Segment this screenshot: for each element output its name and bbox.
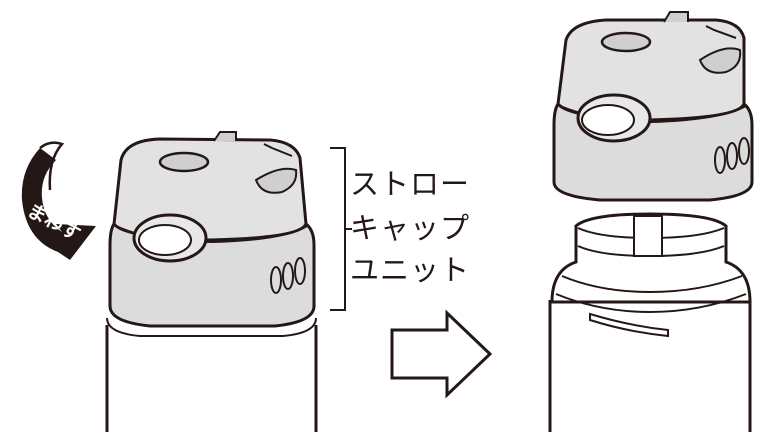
- right-bottle-neck: [550, 212, 752, 304]
- part-name-line-1: ストロー: [350, 167, 471, 201]
- part-name-line-2: キャップ: [350, 211, 471, 245]
- part-name-line-3: ユニット: [350, 253, 471, 287]
- right-bottle: [548, 11, 754, 432]
- part-bracket: [330, 147, 352, 311]
- left-bottle-body: [105, 325, 318, 432]
- left-bottle: [105, 131, 318, 432]
- right-arrow-icon: [390, 309, 493, 399]
- rotate-arrow-icon: まわす: [21, 141, 96, 260]
